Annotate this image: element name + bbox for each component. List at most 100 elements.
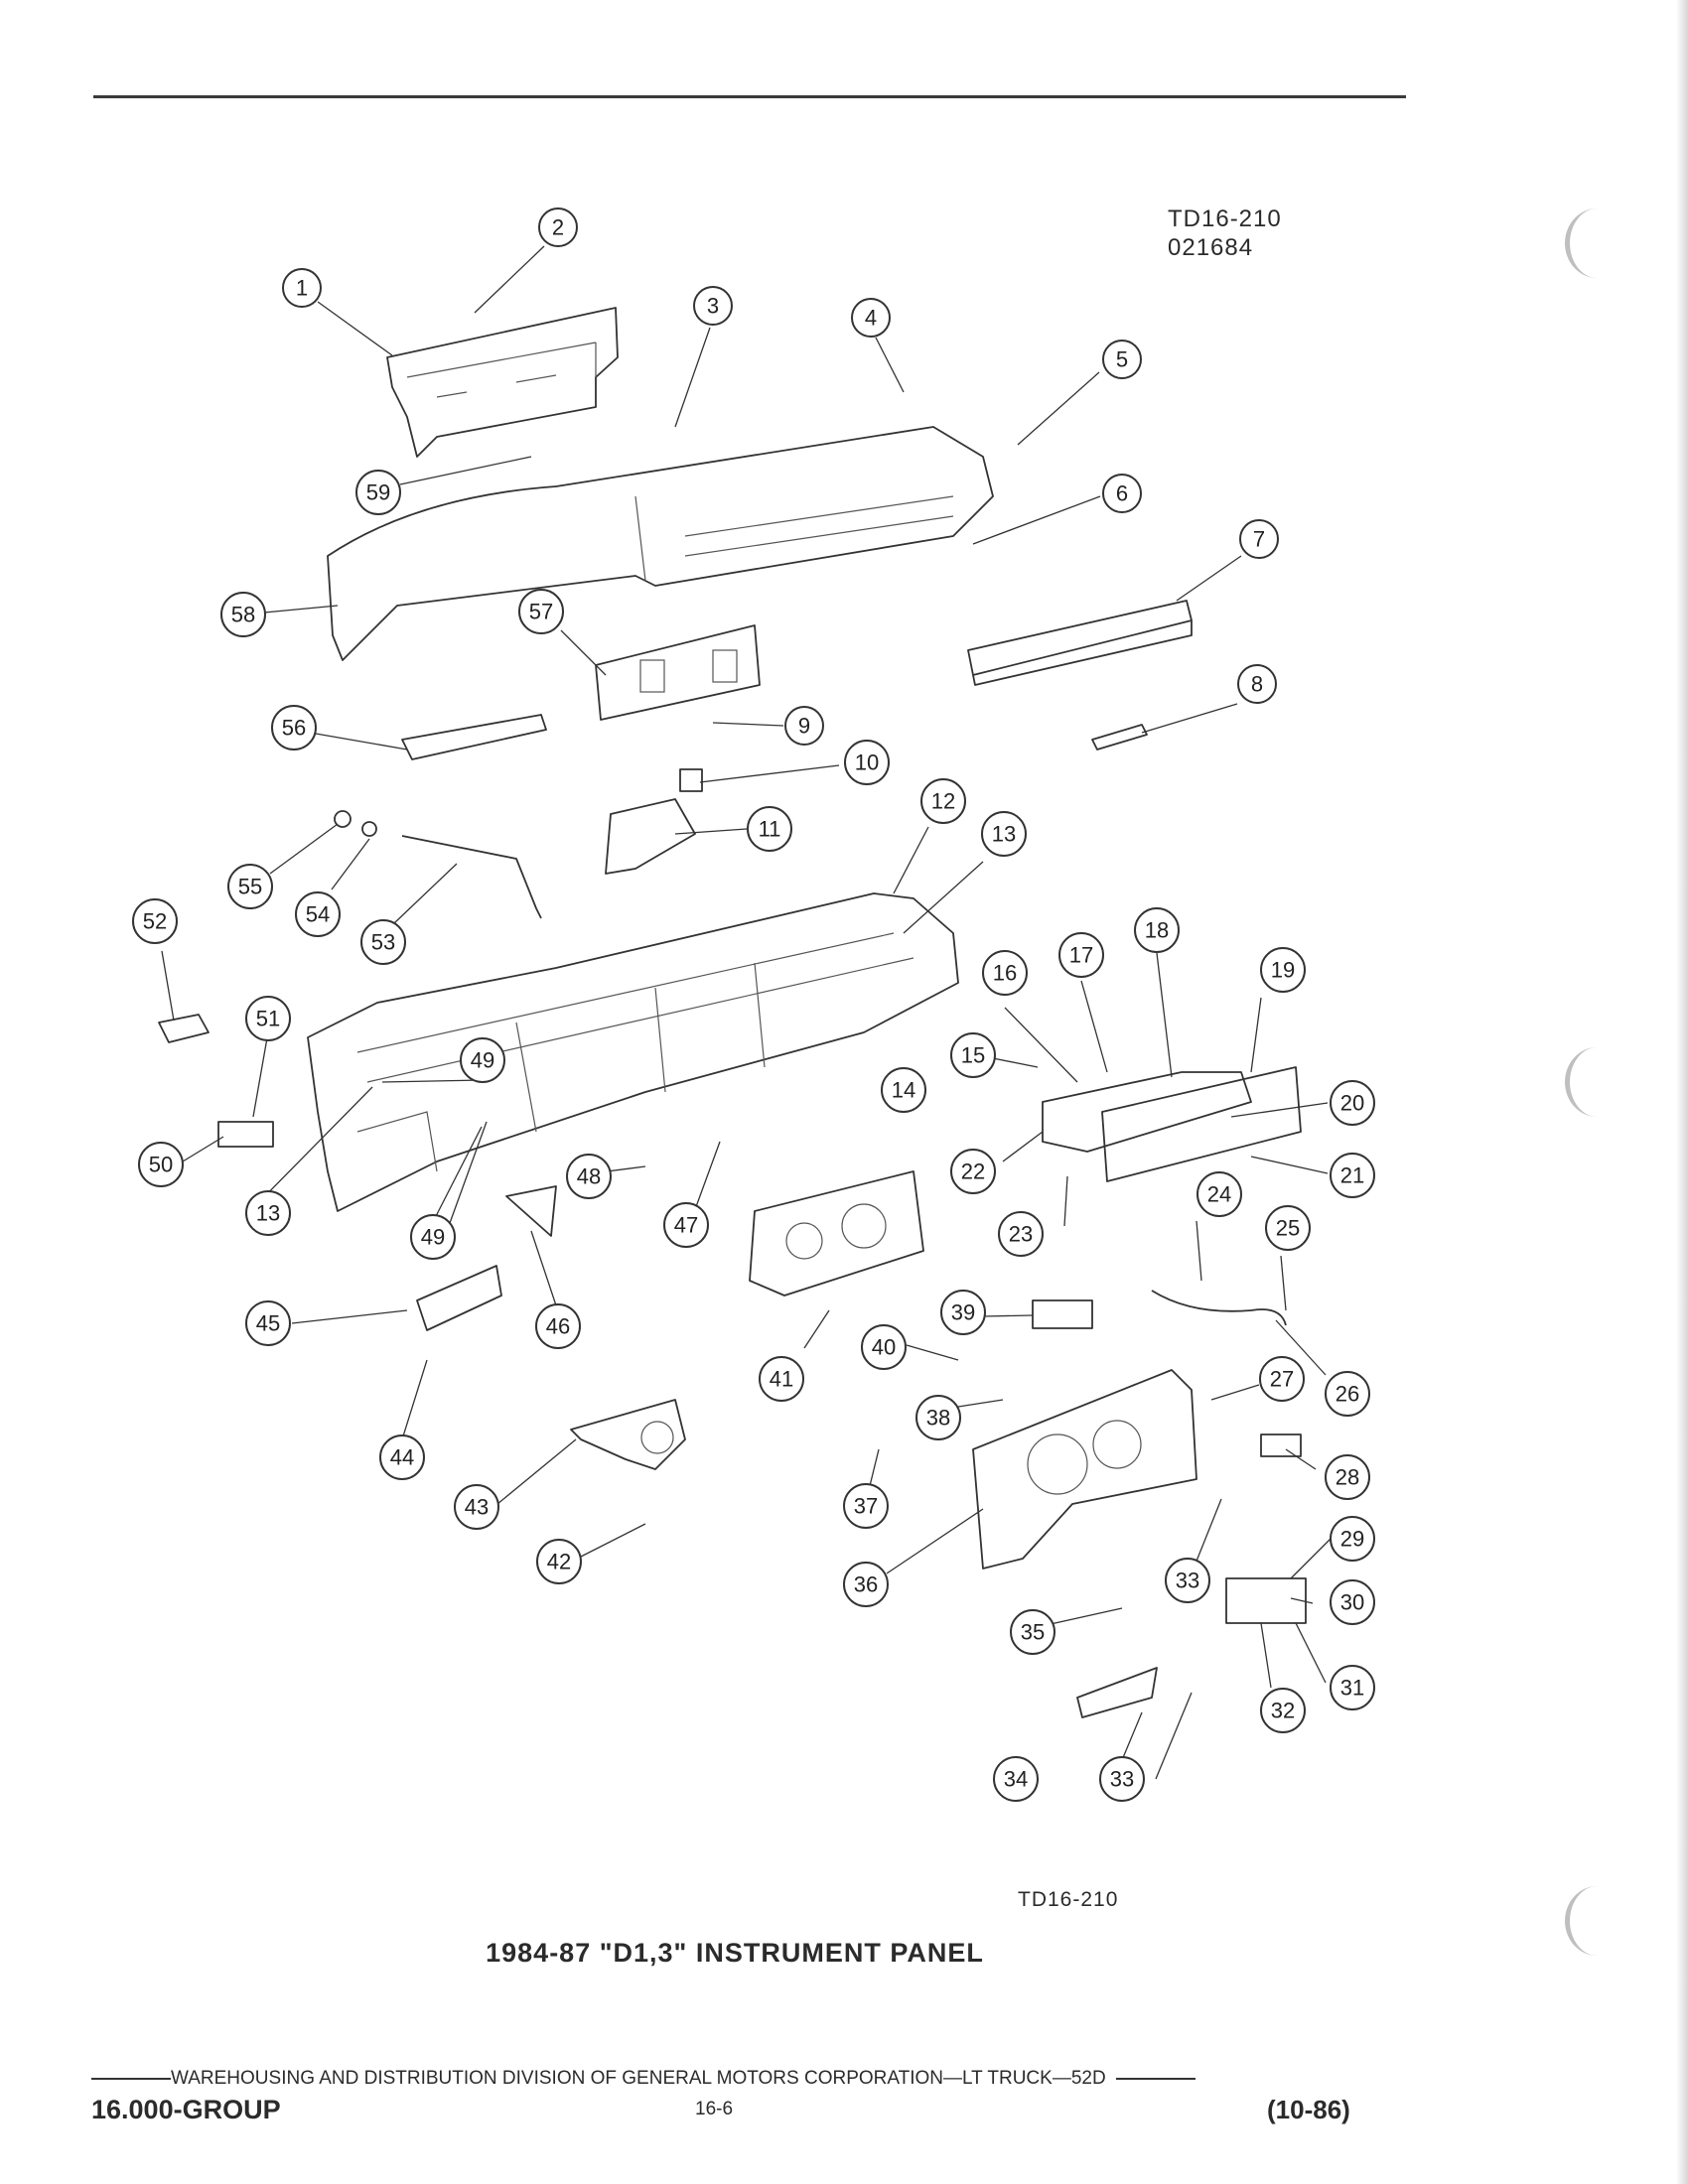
callout: 35 [1010, 1609, 1055, 1655]
callout: 47 [663, 1202, 709, 1248]
svg-text:54: 54 [306, 902, 330, 927]
svg-text:3: 3 [707, 294, 719, 319]
svg-text:6: 6 [1116, 481, 1128, 506]
part-19-door [1101, 1066, 1302, 1182]
svg-text:23: 23 [1009, 1222, 1033, 1247]
callout: 1 [282, 268, 322, 308]
part-12-instrument-panel [307, 892, 959, 1212]
svg-text:1: 1 [296, 276, 308, 301]
part-56-strip [401, 714, 547, 760]
footer-revision: (10-86) [1267, 2095, 1350, 2124]
callout: 17 [1058, 932, 1104, 978]
figure-title: 1984-87 "D1,3" INSTRUMENT PANEL [486, 1938, 984, 1968]
callout: 15 [950, 1032, 996, 1078]
svg-text:56: 56 [282, 716, 306, 741]
svg-text:57: 57 [529, 600, 553, 624]
svg-text:40: 40 [872, 1335, 896, 1360]
diagram-code: TD16-210 [1168, 205, 1282, 232]
svg-text:51: 51 [256, 1007, 280, 1031]
svg-text:17: 17 [1069, 943, 1093, 968]
callout: 7 [1239, 519, 1279, 559]
callout: 27 [1259, 1356, 1305, 1402]
callout: 36 [843, 1562, 889, 1607]
leader-lines [161, 245, 1332, 1780]
callout: 26 [1325, 1371, 1370, 1417]
svg-text:8: 8 [1251, 672, 1263, 697]
footer-group: 16.000-GROUP [91, 2095, 281, 2124]
diagram-code-block: TD16-210 021684 [1168, 205, 1282, 262]
svg-text:37: 37 [854, 1494, 878, 1519]
svg-text:21: 21 [1340, 1163, 1364, 1188]
part-45-cover [416, 1265, 502, 1331]
part-7-vent [967, 600, 1193, 686]
callout: 3 [693, 286, 733, 326]
svg-text:19: 19 [1271, 958, 1295, 983]
part-14-cluster [749, 1170, 924, 1297]
svg-text:28: 28 [1336, 1465, 1359, 1490]
callout: 51 [245, 996, 291, 1041]
callout: 54 [295, 891, 341, 937]
callout: 18 [1134, 907, 1180, 953]
callout: 21 [1330, 1153, 1375, 1198]
callout: 40 [861, 1324, 907, 1370]
svg-text:25: 25 [1276, 1216, 1300, 1241]
svg-text:9: 9 [798, 714, 810, 739]
svg-text:16: 16 [993, 961, 1017, 986]
callout: 19 [1260, 947, 1306, 993]
svg-text:53: 53 [371, 930, 395, 955]
svg-text:14: 14 [892, 1078, 915, 1103]
svg-text:12: 12 [931, 789, 955, 814]
footer-page-number: 16-6 [695, 2099, 734, 2119]
svg-text:45: 45 [256, 1311, 280, 1336]
svg-text:52: 52 [143, 909, 167, 934]
footer-division-line: WAREHOUSING AND DISTRIBUTION DIVISION OF… [91, 2068, 1378, 2090]
svg-text:11: 11 [759, 817, 781, 842]
callout: 41 [759, 1356, 804, 1402]
callout: 55 [227, 864, 273, 909]
part-50-switch [217, 1121, 274, 1148]
svg-text:5: 5 [1116, 347, 1128, 372]
svg-text:13: 13 [256, 1201, 280, 1226]
part-11-ashtray [605, 798, 696, 875]
svg-text:35: 35 [1021, 1620, 1045, 1645]
callout: 28 [1325, 1454, 1370, 1500]
callout: 59 [355, 470, 401, 515]
callout: 2 [538, 207, 578, 247]
svg-text:10: 10 [855, 751, 879, 775]
callout: 58 [220, 592, 266, 637]
part-drawings [158, 307, 1307, 1718]
diagram-date: 021684 [1168, 234, 1254, 261]
svg-text:24: 24 [1207, 1182, 1231, 1207]
callout: 33 [1165, 1558, 1210, 1603]
svg-text:39: 39 [951, 1300, 975, 1325]
svg-text:58: 58 [231, 603, 255, 627]
svg-text:2: 2 [552, 215, 564, 240]
part-52-clip [158, 1014, 210, 1043]
callout: 11 [747, 806, 792, 852]
callout: 25 [1265, 1205, 1311, 1251]
callout: 46 [535, 1303, 581, 1349]
callout: 16 [982, 950, 1028, 996]
page-edge-shadow [1676, 0, 1688, 2184]
callout: 57 [518, 589, 564, 634]
callout: 50 [138, 1142, 184, 1187]
callout: 9 [784, 706, 824, 746]
callout: 44 [379, 1434, 425, 1480]
part-26-harness [1151, 1290, 1287, 1326]
binder-hole [1565, 208, 1629, 278]
part-46-bracket [505, 1185, 557, 1237]
callout: 52 [132, 898, 178, 944]
callout: 39 [940, 1290, 986, 1335]
svg-text:33: 33 [1176, 1569, 1199, 1593]
svg-text:49: 49 [421, 1225, 445, 1250]
svg-text:42: 42 [547, 1550, 571, 1574]
callout: 13 [245, 1190, 291, 1236]
svg-text:32: 32 [1271, 1699, 1295, 1723]
callout: 34 [993, 1756, 1039, 1802]
footer-division-text: WAREHOUSING AND DISTRIBUTION DIVISION OF… [171, 2068, 1106, 2089]
svg-text:34: 34 [1004, 1767, 1028, 1792]
callout: 13 [981, 811, 1027, 857]
callout: 12 [920, 778, 966, 824]
svg-text:18: 18 [1145, 918, 1169, 943]
